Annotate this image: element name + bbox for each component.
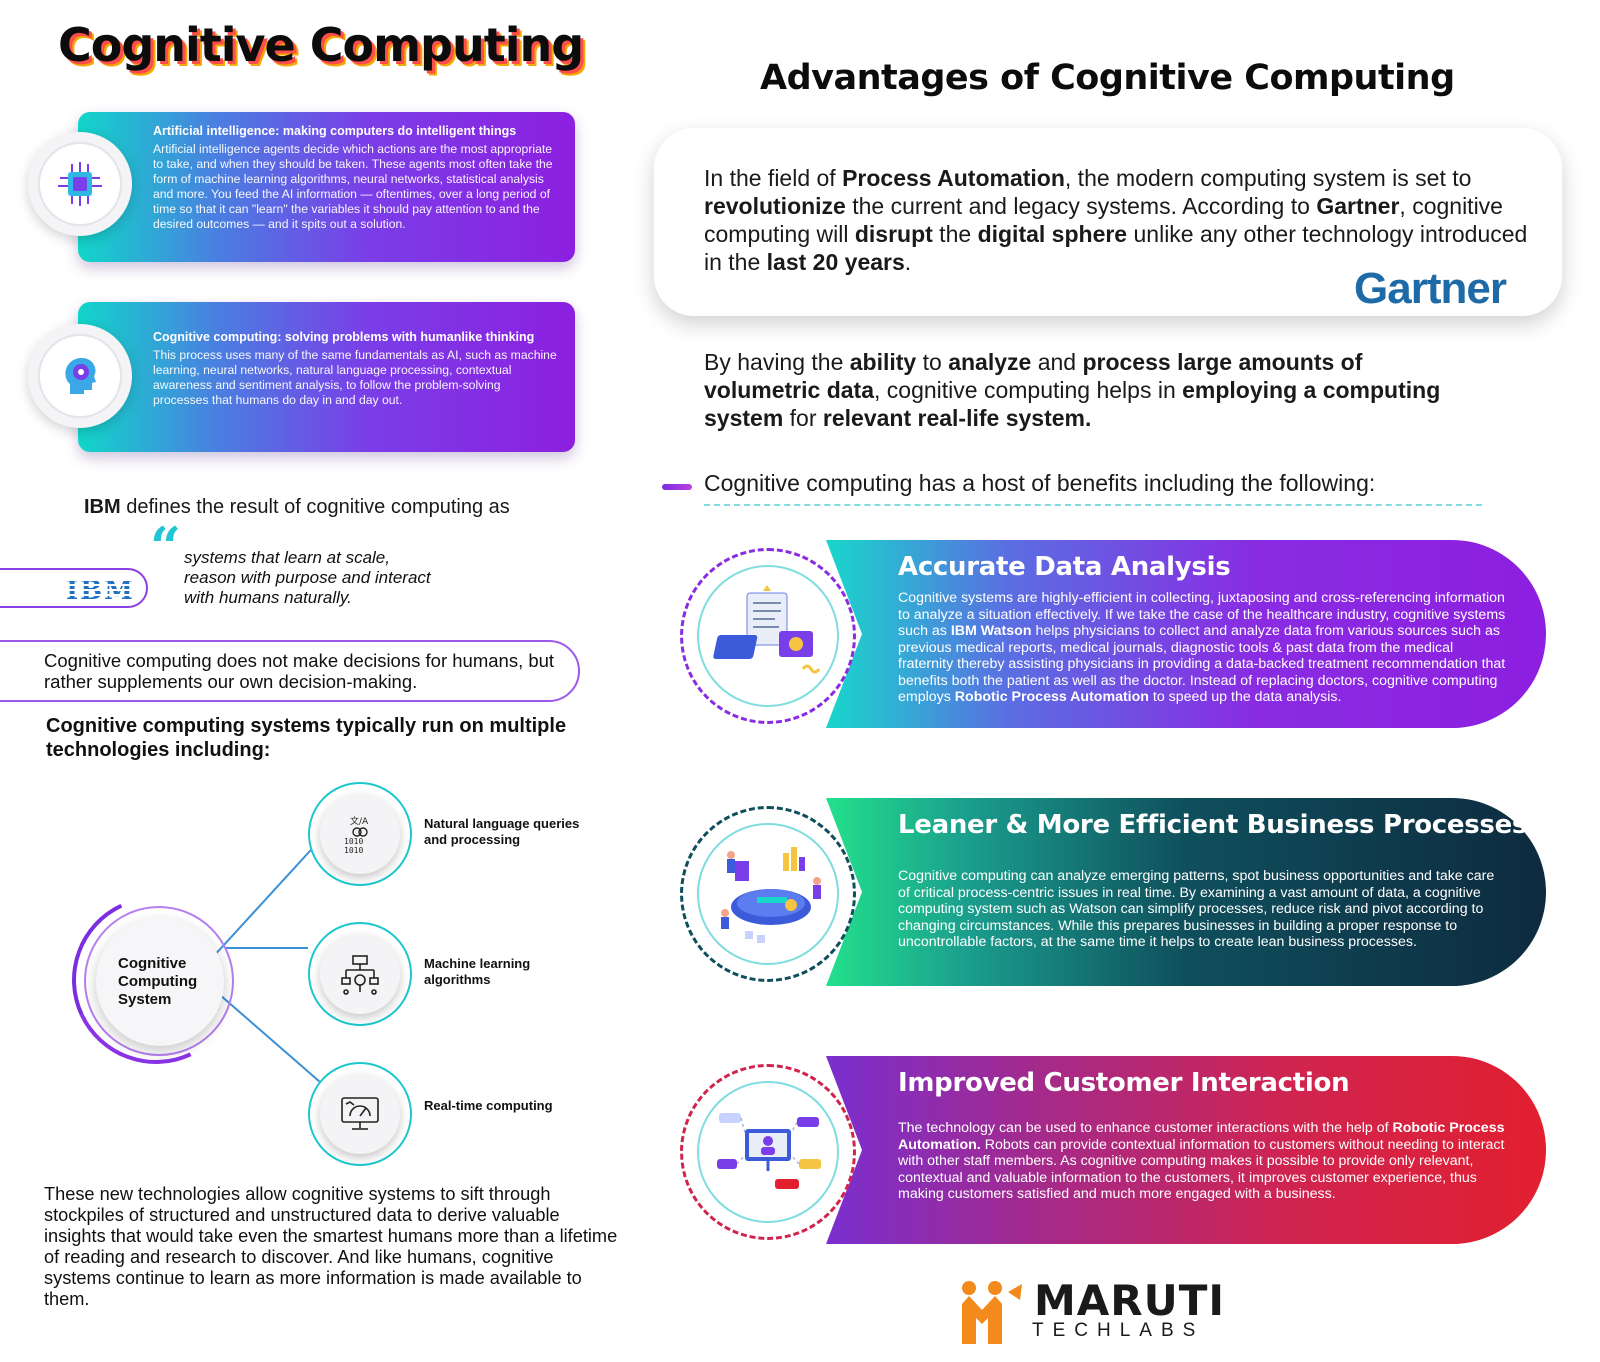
ability-text-segment: ability <box>849 349 917 375</box>
gartner-text-segment: . <box>904 249 912 275</box>
gartner-text-segment: the current and legacy systems. Accordin… <box>845 193 1317 219</box>
cognitive-card-text: This process uses many of the same funda… <box>153 348 557 407</box>
gartner-text-segment: Gartner <box>1316 193 1400 219</box>
ability-text-segment: By having the <box>704 349 850 375</box>
ibm-quote: systems that learn at scale, reason with… <box>184 548 431 607</box>
ability-text-segment: employing a computing system <box>704 377 1441 431</box>
ability-text: By having the ability to analyze and pro… <box>704 348 1464 432</box>
benefits-intro: Cognitive computing has a host of benefi… <box>704 470 1376 496</box>
ability-text-segment: to <box>916 349 949 375</box>
monitor-gauge-icon <box>320 1074 400 1154</box>
ability-text-segment: process large amounts of volumetric data <box>704 349 1363 403</box>
gartner-text-segment: disrupt <box>854 221 933 247</box>
advantage-heading: Accurate Data Analysis <box>898 552 1231 582</box>
advantage-card-data-analysis: Accurate Data Analysis Cognitive systems… <box>826 540 1546 728</box>
advantage-body: Cognitive systems are highly-efficient i… <box>898 590 1508 706</box>
advantage-body-segment: IBM Watson <box>950 623 1032 639</box>
gartner-text-segment: revolutionize <box>704 193 846 219</box>
ibm-logo-pill <box>0 568 148 608</box>
bottom-paragraph: These new technologies allow cognitive s… <box>44 1184 618 1309</box>
ai-card-text: Artificial intelligence agents decide wh… <box>153 142 553 231</box>
ai-card: Artificial intelligence: making computer… <box>78 112 575 262</box>
ability-text-segment: analyze <box>948 349 1032 375</box>
gartner-text-segment: , cognitive computing will <box>704 193 1503 247</box>
benefits-bullet <box>662 484 692 490</box>
gartner-box <box>654 128 1562 316</box>
translate-binary-icon: 文/A 1010 1010 <box>320 794 400 874</box>
decision-text: Cognitive computing does not make decisi… <box>44 650 555 692</box>
advantage-body: The technology can be used to enhance cu… <box>898 1120 1508 1203</box>
advantage-body-segment: Robotic Process Automation. <box>898 1120 1505 1153</box>
advantage-body-segment: Robotic Process Automation <box>954 689 1149 705</box>
customer-interaction-illustration <box>680 1064 856 1240</box>
ibm-definition-line: IBM defines the result of cognitive comp… <box>84 496 510 519</box>
svg-text:文/A: 文/A <box>350 815 369 827</box>
advantage-body-segment: Robots can provide contextual informatio… <box>898 1136 1505 1203</box>
svg-text:1010: 1010 <box>344 837 363 846</box>
advantage-body-segment: helps physicians to collect and analyze … <box>898 623 1506 705</box>
ability-text-segment: and <box>1031 349 1083 375</box>
brand-subtitle: TECHLABS <box>1032 1320 1205 1341</box>
tech-label-ml: Machine learning algorithms <box>424 956 531 987</box>
ability-text-segment: for <box>783 405 823 431</box>
tech-node-nlp: 文/A 1010 1010 <box>308 782 412 886</box>
brain-head-icon <box>28 324 132 428</box>
maruti-logo-icon <box>962 1281 1022 1344</box>
tech-node-ml <box>308 922 412 1026</box>
gartner-text-segment: digital sphere <box>977 221 1128 247</box>
main-title: Cognitive Computing <box>58 18 584 72</box>
ibm-logo: IBM <box>66 576 135 606</box>
advantage-heading: Leaner & More Efficient Business Process… <box>898 810 1528 840</box>
svg-text:1010: 1010 <box>344 846 363 855</box>
cognitive-card: Cognitive computing: solving problems wi… <box>78 302 575 452</box>
advantage-card-business-processes: Leaner & More Efficient Business Process… <box>826 798 1546 986</box>
gartner-logo: Gartner <box>1354 264 1507 313</box>
advantages-title: Advantages of Cognitive Computing <box>760 58 1455 98</box>
ability-text-segment: relevant real-life system. <box>822 405 1092 431</box>
algorithm-flow-icon <box>320 934 400 1014</box>
gartner-text-segment: unlike any other technology introduced i… <box>704 221 1528 275</box>
brand-name: MARUTI <box>1034 1276 1226 1325</box>
tech-label-realtime: Real-time computing <box>424 1098 553 1113</box>
ability-text-segment: , cognitive computing helps in <box>874 377 1183 403</box>
gartner-text-segment: Process Automation <box>842 165 1065 191</box>
center-node: Cognitive Computing System <box>96 918 224 1046</box>
ibm-line-rest: defines the result of cognitive computin… <box>120 496 510 518</box>
center-ring-inner <box>84 906 234 1056</box>
business-process-illustration <box>680 806 856 982</box>
data-analysis-illustration <box>680 548 856 724</box>
ai-card-heading: Artificial intelligence: making computer… <box>153 124 517 138</box>
gartner-text: In the field of Process Automation, the … <box>704 164 1534 276</box>
gartner-text-segment: the <box>932 221 978 247</box>
ibm-line-bold: IBM <box>84 496 121 518</box>
decision-pill <box>0 640 580 702</box>
gartner-text-segment: In the field of <box>704 165 843 191</box>
advantage-card-customer-interaction: Improved Customer Interaction The techno… <box>826 1056 1546 1244</box>
advantage-body-segment: Cognitive systems are highly-efficient i… <box>898 590 1506 639</box>
benefits-divider <box>704 504 1482 506</box>
tech-label-nlp: Natural language queries and processing <box>424 816 580 847</box>
advantage-body-segment: to speed up the data analysis. <box>1148 689 1342 705</box>
gartner-text-segment: last 20 years <box>766 249 905 275</box>
cognitive-card-heading: Cognitive computing: solving problems wi… <box>153 330 535 344</box>
tech-node-realtime <box>308 1062 412 1166</box>
technologies-heading: Cognitive computing systems typically ru… <box>46 715 567 761</box>
advantage-heading: Improved Customer Interaction <box>898 1068 1350 1098</box>
gartner-text-segment: , the modern computing system is set to <box>1064 165 1472 191</box>
advantage-body: Cognitive computing can analyze emerging… <box>898 868 1508 951</box>
chip-icon <box>28 132 132 236</box>
advantage-body-segment: The technology can be used to enhance cu… <box>898 1120 1393 1136</box>
quote-icon: “ <box>150 515 182 579</box>
advantage-body-segment: Cognitive computing can analyze emerging… <box>898 868 1495 950</box>
